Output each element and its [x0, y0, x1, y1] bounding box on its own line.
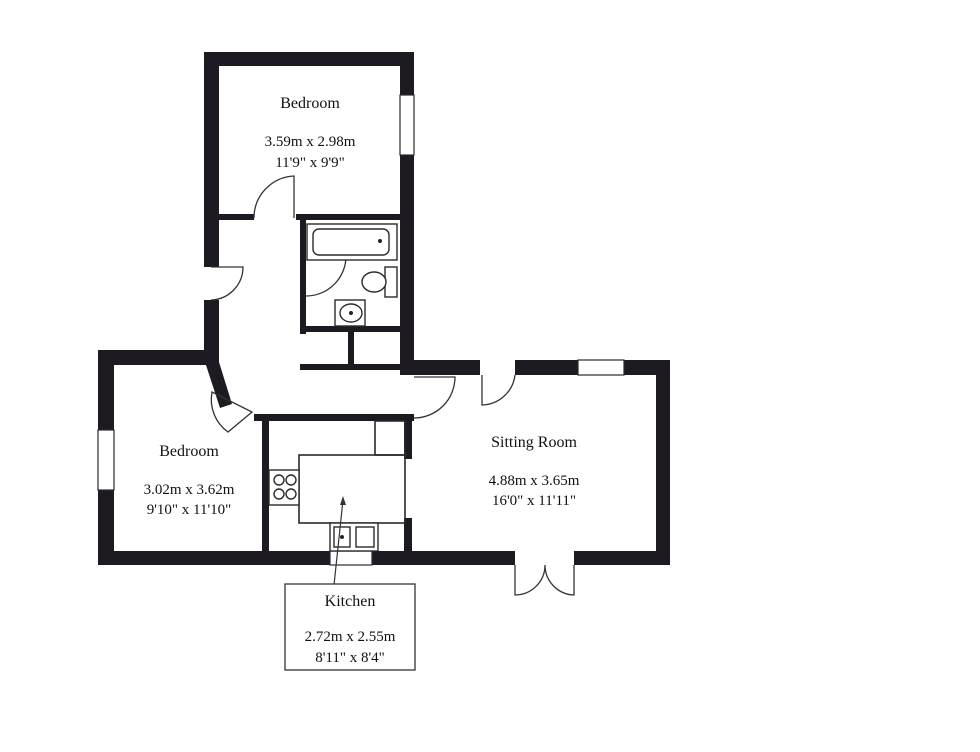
room-name: Kitchen	[325, 593, 376, 610]
doors	[210, 175, 575, 596]
kitchen-fixtures	[268, 420, 406, 552]
kitchen-label-box	[284, 496, 416, 671]
door-top-bedroom	[253, 175, 295, 219]
hob	[268, 469, 300, 506]
toilet-cistern	[384, 266, 398, 298]
room-sitting-room: Sitting Room 4.88m x 3.65m 16'0" x 11'11…	[489, 434, 580, 509]
room-metric: 4.88m x 3.65m	[489, 473, 580, 489]
room-name: Bedroom	[159, 443, 219, 460]
window-left-bedroom	[97, 429, 115, 491]
toilet-bowl	[361, 271, 387, 293]
windows	[97, 94, 625, 566]
room-imperial: 16'0" x 11'11"	[492, 493, 576, 509]
door-sitting-room-top	[481, 374, 516, 406]
door-sitting-room-french	[514, 564, 575, 596]
bathtub-basin	[312, 228, 390, 256]
room-top-bedroom: Bedroom 3.59m x 2.98m 11'9" x 9'9"	[265, 95, 356, 171]
bathroom-fixtures	[306, 223, 398, 327]
room-metric: 2.72m x 2.55m	[305, 629, 396, 645]
interior-walls	[205, 214, 414, 564]
kitchen-pointer-arrow	[340, 496, 346, 505]
room-metric: 3.02m x 3.62m	[144, 482, 235, 498]
room-imperial: 11'9" x 9'9"	[275, 155, 345, 171]
door-bathroom	[305, 255, 347, 297]
kitchen-label-frame	[284, 583, 416, 671]
door-hall-closet	[210, 266, 244, 301]
window-sitting-room	[577, 359, 625, 376]
window-top-bedroom	[399, 94, 415, 156]
room-name: Bedroom	[280, 95, 340, 112]
room-imperial: 9'10" x 11'10"	[147, 502, 232, 518]
room-name: Sitting Room	[491, 434, 577, 451]
room-metric: 3.59m x 2.98m	[265, 134, 356, 150]
room-left-bedroom: Bedroom 3.02m x 3.62m 9'10" x 11'10"	[144, 443, 235, 518]
kitchen-pointer-line	[333, 499, 344, 586]
door-sitting-room-hall	[413, 376, 456, 419]
room-kitchen: Kitchen 2.72m x 2.55m 8'11" x 8'4"	[305, 593, 396, 666]
door-left-bedroom	[210, 391, 254, 433]
room-imperial: 8'11" x 8'4"	[315, 650, 385, 666]
